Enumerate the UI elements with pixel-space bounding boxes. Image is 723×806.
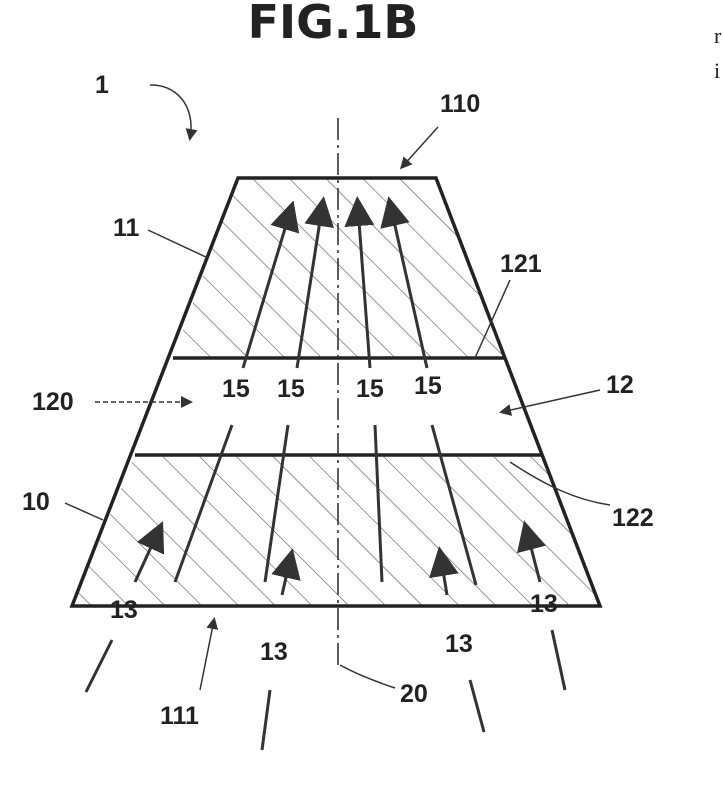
label-upper-layer: 11: [113, 214, 140, 242]
label-flow-1: 15: [222, 375, 250, 403]
incoming-outer-lines: [86, 630, 565, 750]
incoming-outer-line-1: [86, 640, 112, 692]
leader-111: [200, 620, 214, 690]
label-bottom-face: 111: [160, 702, 199, 730]
edge-text-2: i: [714, 58, 720, 83]
label-incoming-2: 13: [260, 638, 288, 666]
label-lower-interface: 122: [612, 504, 654, 532]
label-middle-zone: 120: [32, 388, 74, 416]
label-upper-interface: 121: [500, 250, 542, 278]
edge-text-1: r: [714, 23, 722, 48]
label-incoming-4: 13: [530, 590, 558, 618]
label-axis: 20: [400, 680, 428, 708]
leader-10: [65, 503, 103, 520]
label-incoming-1: 13: [110, 596, 138, 624]
label-flow-4: 15: [414, 372, 442, 400]
leader-1: [150, 85, 191, 138]
incoming-outer-line-3: [470, 680, 484, 732]
label-device: 1: [95, 71, 109, 99]
label-top-face: 110: [440, 90, 480, 118]
leader-20: [340, 665, 395, 688]
label-flow-3: 15: [356, 375, 384, 403]
incoming-outer-line-4: [552, 630, 565, 690]
leader-11: [148, 230, 208, 258]
label-middle-layer: 12: [606, 371, 634, 399]
incoming-outer-line-2: [262, 690, 270, 750]
lower-layer: [72, 455, 600, 606]
label-incoming-3: 13: [445, 630, 473, 658]
figure-title: FIG.1B: [248, 0, 419, 49]
upper-layer: [173, 178, 505, 358]
label-lower-layer: 10: [22, 488, 50, 516]
leader-110: [402, 127, 438, 167]
label-flow-2: 15: [277, 375, 305, 403]
